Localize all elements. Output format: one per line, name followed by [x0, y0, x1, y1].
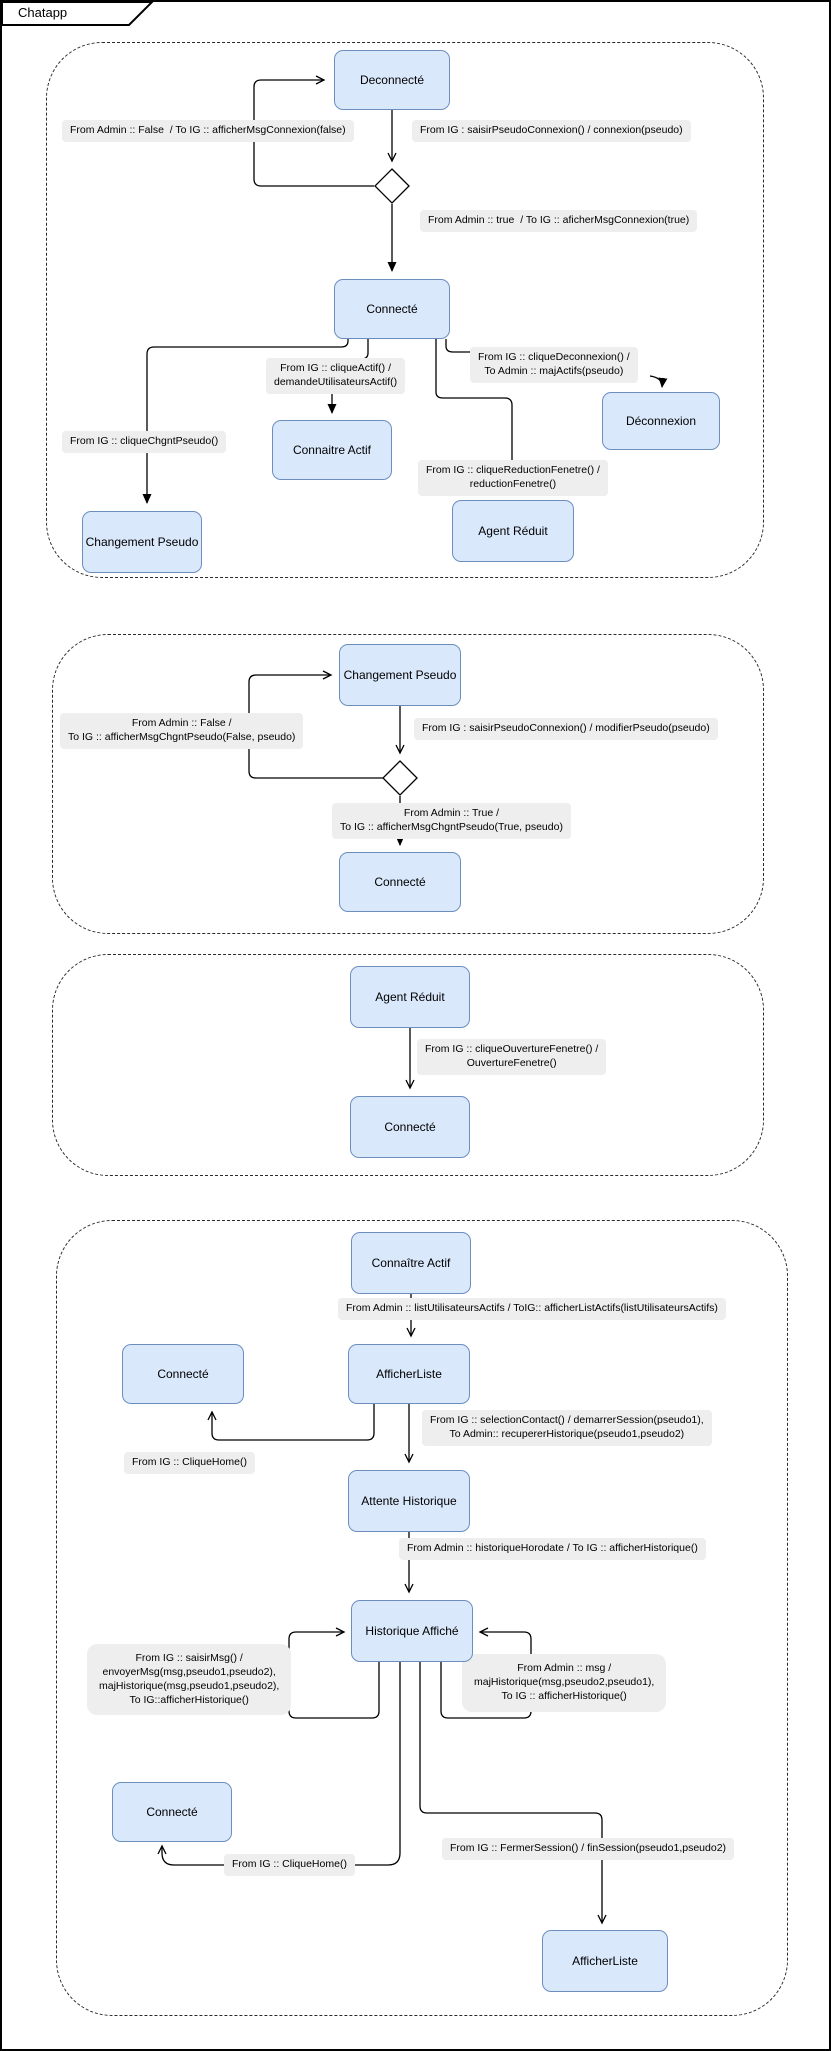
state-agent-reduit-1[interactable]: Agent Réduit: [452, 500, 574, 562]
transition-label-clique-home-bas[interactable]: From IG :: CliqueHome(): [224, 1854, 355, 1876]
region-session: [56, 1220, 788, 2016]
edge-historique-to-afficherliste-fin: [419, 1662, 607, 1925]
transition-label-horodate[interactable]: From Admin :: historiqueHorodate / To IG…: [399, 1538, 706, 1560]
state-deconnexion[interactable]: Déconnexion: [602, 392, 720, 450]
transition-label-clique-actif[interactable]: From IG :: cliqueActif() / demandeUtilis…: [266, 358, 406, 394]
transition-label-modifier-pseudo[interactable]: From IG : saisirPseudoConnexion() / modi…: [414, 718, 718, 740]
state-connecte-1[interactable]: Connecté: [334, 279, 450, 339]
edge-afficherliste-to-connecte-home: [207, 1404, 375, 1441]
region-connexion: [46, 42, 764, 578]
transition-label-admin-true[interactable]: From Admin :: true / To IG :: aficherMsg…: [420, 210, 698, 232]
state-historique-affiche[interactable]: Historique Affiché: [351, 1600, 473, 1662]
edge-connecte-to-deconnexion-a: [445, 339, 474, 353]
edge-connecte-to-changement: [142, 339, 349, 504]
transition-label-chgnt-admin-true[interactable]: From Admin :: True / To IG :: afficherMs…: [332, 803, 571, 839]
transition-label-clique-reduction[interactable]: From IG :: cliqueReductionFenetre() / re…: [418, 460, 608, 496]
choice-diamond-connexion[interactable]: [374, 168, 410, 204]
state-changement-pseudo-1[interactable]: Changement Pseudo: [82, 511, 202, 573]
transition-label-admin-msg[interactable]: From Admin :: msg / majHistorique(msg,ps…: [462, 1654, 667, 1712]
state-connecte-4-bas[interactable]: Connecté: [112, 1782, 232, 1842]
region-ouverture-fenetre: [52, 954, 764, 1176]
state-attente-historique[interactable]: Attente Historique: [348, 1470, 470, 1532]
frame-title: Chatapp: [18, 5, 68, 20]
state-agent-reduit-3[interactable]: Agent Réduit: [350, 966, 470, 1028]
frame-title-tab: [2, 2, 154, 26]
state-changement-pseudo-2[interactable]: Changement Pseudo: [339, 644, 461, 706]
state-afficher-liste-fin[interactable]: AfficherListe: [542, 1930, 668, 1992]
transition-label-admin-false[interactable]: From Admin :: False / To IG :: afficherM…: [62, 120, 354, 142]
transition-label-clique-home-haut[interactable]: From IG :: CliqueHome(): [124, 1452, 255, 1474]
transition-label-ig-connexion[interactable]: From IG : saisirPseudoConnexion() / conn…: [412, 120, 691, 142]
transition-label-selection-contact[interactable]: From IG :: selectionContact() / demarrer…: [422, 1410, 712, 1446]
edge-connecte-to-deconnexion-b: [649, 375, 668, 388]
edge-historique-selfloop-adminmsg: [440, 1627, 532, 1719]
transition-label-ouverture-fenetre[interactable]: From IG :: cliqueOuvertureFenetre() / Ou…: [417, 1039, 607, 1075]
region-changement-pseudo: [52, 634, 764, 934]
transition-label-clique-deconnexion[interactable]: From IG :: cliqueDeconnexion() / To Admi…: [470, 347, 638, 383]
state-connecte-2[interactable]: Connecté: [339, 852, 461, 912]
edge-connecte-to-agent-reduit: [435, 339, 517, 496]
transition-label-saisir-msg[interactable]: From IG :: saisirMsg() / envoyerMsg(msg,…: [87, 1644, 292, 1716]
state-connaitre-actif-1[interactable]: Connaitre Actif: [272, 420, 392, 480]
transition-label-chgnt-admin-false[interactable]: From Admin :: False / To IG :: afficherM…: [60, 713, 304, 749]
choice-diamond-changement[interactable]: [382, 760, 418, 796]
edge-historique-selfloop-saisirmsg: [288, 1627, 380, 1719]
transition-label-fermer-session[interactable]: From IG :: FermerSession() / finSession(…: [442, 1838, 735, 1860]
transition-label-clique-chgnt-pseudo[interactable]: From IG :: cliqueChgntPseudo(): [62, 431, 227, 453]
state-deconnecte[interactable]: Deconnecté: [334, 50, 450, 110]
transition-label-list-actifs[interactable]: From Admin :: listUtilisateursActifs / T…: [338, 1298, 726, 1320]
state-connecte-3[interactable]: Connecté: [350, 1096, 470, 1158]
state-afficher-liste[interactable]: AfficherListe: [348, 1344, 470, 1404]
state-connecte-4-haut[interactable]: Connecté: [122, 1344, 244, 1404]
state-connaitre-actif-4[interactable]: Connaître Actif: [351, 1232, 471, 1294]
